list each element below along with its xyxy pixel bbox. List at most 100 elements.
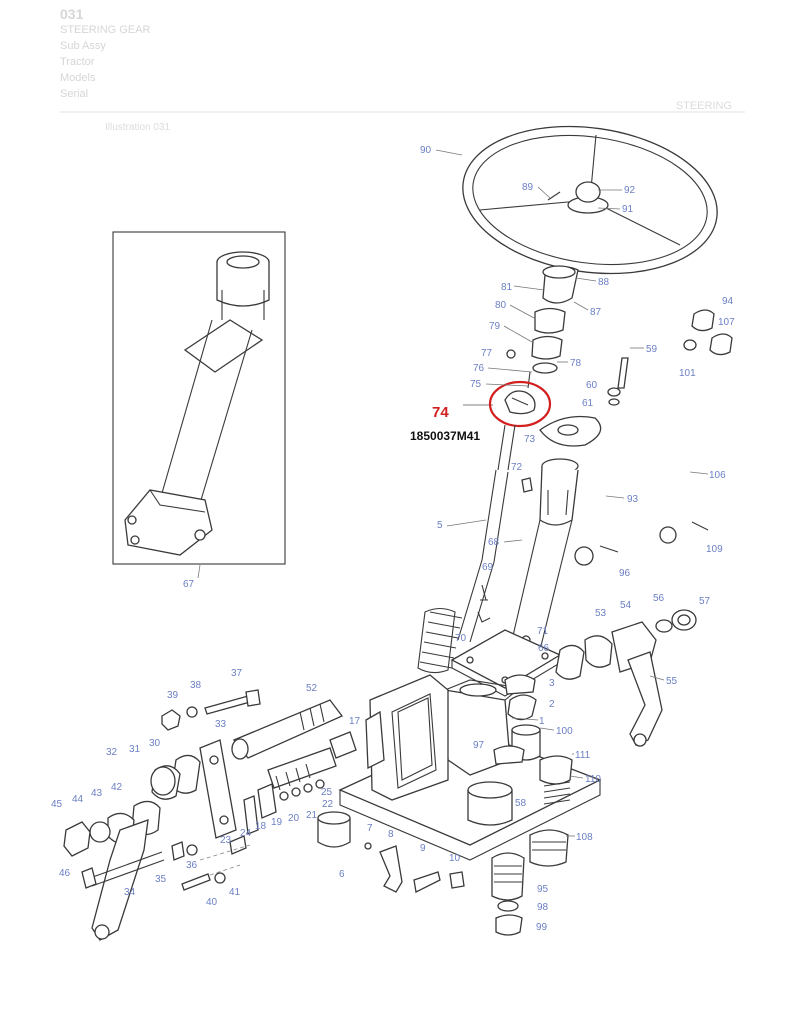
label-25: 25 [321, 787, 333, 798]
label-108: 108 [576, 832, 593, 843]
label-53: 53 [595, 608, 607, 619]
label-30: 30 [149, 738, 161, 749]
label-77: 77 [481, 348, 493, 359]
label-24: 24 [240, 828, 252, 839]
label-81: 81 [501, 282, 513, 293]
label-6: 6 [339, 869, 345, 880]
label-22: 22 [322, 799, 334, 810]
header-line: 031 [60, 6, 84, 22]
header-line: Models [60, 72, 96, 84]
label-101: 101 [679, 368, 696, 379]
label-96: 96 [619, 568, 631, 579]
label-95: 95 [537, 884, 549, 895]
faded-header: 031 STEERING GEAR Sub Assy Tractor Model… [60, 6, 150, 102]
inset-column-assembly [112, 231, 286, 579]
label-71: 71 [537, 626, 549, 637]
label-1: 1 [539, 716, 545, 727]
label-92: 92 [624, 185, 636, 196]
label-9: 9 [420, 843, 426, 854]
label-55: 55 [666, 676, 678, 687]
label-33: 33 [215, 719, 227, 730]
label-75: 75 [470, 379, 482, 390]
label-35: 35 [155, 874, 167, 885]
label-110: 110 [585, 774, 601, 785]
label-34: 34 [124, 887, 136, 898]
label-21: 21 [306, 810, 318, 821]
label-42: 42 [111, 782, 123, 793]
faded-subtitle: Illustration 031 [105, 122, 171, 133]
label-80: 80 [495, 300, 507, 311]
label-87: 87 [590, 307, 602, 318]
label-52: 52 [306, 683, 318, 694]
label-3: 3 [549, 678, 555, 689]
label-97: 97 [473, 740, 485, 751]
main-shaft [417, 424, 516, 674]
label-44: 44 [72, 794, 84, 805]
label-93: 93 [627, 494, 639, 505]
faded-header-right: STEERING [675, 100, 732, 112]
label-98: 98 [537, 902, 549, 913]
label-72: 72 [511, 462, 523, 473]
label-61: 61 [582, 398, 594, 409]
label-78: 78 [570, 358, 582, 369]
label-67: 67 [183, 579, 195, 590]
label-89: 89 [522, 182, 534, 193]
header-line: STEERING GEAR [60, 24, 151, 36]
label-17: 17 [349, 716, 361, 727]
label-46: 46 [59, 868, 71, 879]
label-54: 54 [620, 600, 632, 611]
label-8: 8 [388, 829, 394, 840]
label-111: 111 [575, 750, 591, 761]
header-line: Tractor [60, 56, 95, 68]
label-5: 5 [437, 520, 443, 531]
label-43: 43 [91, 788, 103, 799]
label-88: 88 [598, 277, 610, 288]
highlight-reference-code: 1850037M41 [410, 429, 480, 443]
label-109: 109 [706, 544, 723, 555]
label-20: 20 [288, 813, 300, 824]
header-line: Sub Assy [60, 40, 106, 52]
label-37: 37 [231, 668, 243, 679]
sector-shaft-assembly [63, 689, 357, 941]
label-76: 76 [473, 363, 485, 374]
label-18: 18 [255, 821, 267, 832]
label-99: 99 [536, 922, 548, 933]
label-73: 73 [524, 434, 536, 445]
label-90: 90 [420, 145, 432, 156]
label-7: 7 [367, 823, 373, 834]
upper-shaft-parts [506, 265, 579, 389]
column-tube [477, 415, 602, 651]
label-32: 32 [106, 747, 118, 758]
label-66: 66 [538, 643, 550, 654]
label-94: 94 [722, 296, 734, 307]
label-70: 70 [455, 633, 467, 644]
label-91: 91 [622, 204, 634, 215]
label-19: 19 [271, 817, 283, 828]
label-31: 31 [129, 744, 141, 755]
label-36: 36 [186, 860, 198, 871]
label-40: 40 [206, 897, 218, 908]
header-line: Serial [60, 88, 89, 100]
label-56: 56 [653, 593, 665, 604]
steering-wheel [462, 125, 718, 275]
bottom-parts [317, 724, 573, 936]
label-68: 68 [488, 537, 500, 548]
label-59: 59 [646, 344, 658, 355]
label-41: 41 [229, 887, 241, 898]
label-107: 107 [718, 317, 735, 328]
label-79: 79 [489, 321, 501, 332]
label-60: 60 [586, 380, 598, 391]
label-10: 10 [449, 853, 461, 864]
label-69: 69 [482, 562, 494, 573]
right-linkage [555, 309, 733, 747]
label-100: 100 [556, 726, 573, 737]
highlight-part-74 [463, 380, 552, 428]
highlight-part-number: 74 [432, 404, 449, 421]
label-38: 38 [190, 680, 202, 691]
label-58: 58 [515, 798, 527, 809]
label-106: 106 [709, 470, 726, 481]
label-45: 45 [51, 799, 63, 810]
label-39: 39 [167, 690, 179, 701]
label-57: 57 [699, 596, 711, 607]
